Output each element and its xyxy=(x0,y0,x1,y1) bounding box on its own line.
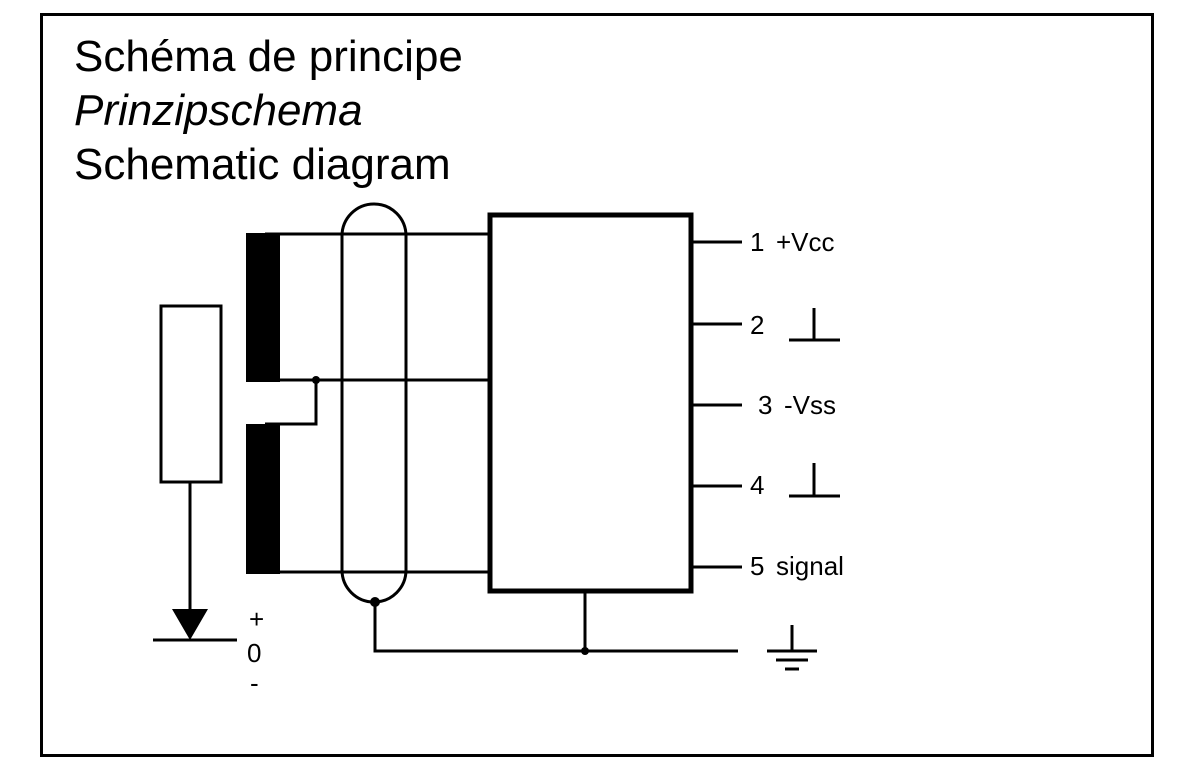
cable-shield xyxy=(340,202,408,604)
diagram-frame xyxy=(40,13,1154,757)
junction-dot xyxy=(312,376,320,384)
pin-4-number: 4 xyxy=(750,470,764,500)
pin-5-number: 5 xyxy=(750,551,764,581)
pin-5-label: signal xyxy=(776,551,844,581)
title-english: Schematic diagram xyxy=(74,140,451,189)
pin-3-number: 3 xyxy=(758,390,772,420)
pin-3-label: -Vss xyxy=(784,390,836,420)
polarity-minus: - xyxy=(250,668,259,698)
title-french: Schéma de principe xyxy=(74,32,463,81)
electronics-box xyxy=(487,212,694,594)
chassis-ground-icon xyxy=(789,463,840,498)
arrow-down-icon xyxy=(172,609,208,640)
shield-ground-wire xyxy=(373,602,738,653)
polarity-zero: 0 xyxy=(247,638,261,668)
title-german: Prinzipschema xyxy=(74,86,363,135)
chassis-ground-icon xyxy=(789,308,840,342)
ground-symbol-icon xyxy=(767,625,817,671)
coil-lower xyxy=(246,424,280,574)
pin-1-label: +Vcc xyxy=(776,227,835,257)
junction-dot xyxy=(370,597,380,607)
pin-1-number: 1 xyxy=(750,227,764,257)
sensor-element xyxy=(159,304,223,484)
junction-dot xyxy=(581,647,589,655)
pin-2-number: 2 xyxy=(750,310,764,340)
center-tap-link xyxy=(265,380,318,426)
polarity-plus: + xyxy=(249,604,264,634)
coil-upper xyxy=(246,233,280,382)
